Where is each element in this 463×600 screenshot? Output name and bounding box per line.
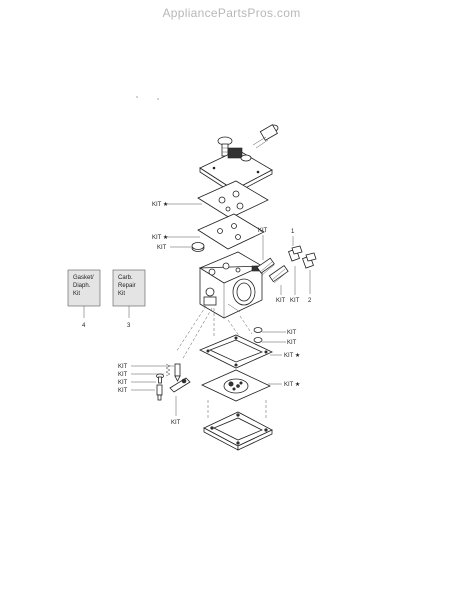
callout-number: 1 [291, 229, 295, 235]
callout-kit: KIT [118, 388, 128, 394]
callout-number: 2 [308, 298, 312, 304]
gasket-diaphragm-kit-box: Gasket/ Diaph. Kit 4 [67, 269, 101, 329]
callout-kit: KIT [171, 420, 181, 426]
callout-kit-star: KIT ★ [284, 352, 300, 359]
kit-box-line: Kit [118, 291, 125, 297]
pump-diaphragm [197, 180, 269, 219]
metering-gasket [199, 334, 273, 369]
pump-gasket [197, 213, 265, 250]
lever-pin [156, 384, 163, 401]
welch-plug [253, 337, 263, 343]
callout-kit: KIT [290, 298, 300, 304]
kit-box-line: Kit [73, 291, 80, 297]
carb-repair-kit-box: Carb. Repair Kit 3 [112, 269, 146, 329]
kit-box-line: Carb. [118, 275, 133, 281]
metering-lever [169, 377, 191, 393]
callout-kit: KIT [157, 245, 167, 251]
callout-kit: KIT [118, 380, 128, 386]
inlet-screen [191, 242, 205, 252]
speck [157, 98, 159, 100]
watermark-text: AppliancePartsPros.com [162, 6, 301, 20]
callout-kit: KIT [118, 372, 128, 378]
callout-kit: KIT [258, 228, 268, 234]
metering-cover [203, 411, 273, 451]
callout-kit: KIT [118, 364, 128, 370]
carburetor-body [198, 251, 263, 319]
limiter-cap-2 [302, 252, 317, 269]
limiter-cap-1 [288, 245, 303, 262]
kit-box-number: 3 [127, 323, 131, 329]
callout-kit-star: KIT ★ [152, 234, 168, 241]
speck [136, 96, 138, 98]
callout-kit: KIT [287, 330, 297, 336]
mixture-needle-a [256, 257, 275, 276]
callout-kit-star: KIT ★ [284, 381, 300, 388]
top-screw [217, 136, 233, 157]
callout-kit-star: KIT ★ [152, 201, 168, 208]
kit-box-line: Gasket/ [73, 275, 94, 281]
kit-box-line: Diaph. [73, 283, 91, 289]
callout-kit: KIT [287, 340, 297, 346]
inlet-needle [174, 363, 181, 382]
fuel-inlet-fitting [252, 124, 279, 149]
callout-kit: KIT [276, 298, 286, 304]
kit-box-number: 4 [82, 323, 86, 329]
kit-box-line: Repair [118, 283, 136, 289]
check-valve [253, 327, 263, 333]
mixture-needle-b [268, 265, 289, 284]
metering-diaphragm [201, 369, 271, 402]
lever-screw [156, 373, 164, 384]
